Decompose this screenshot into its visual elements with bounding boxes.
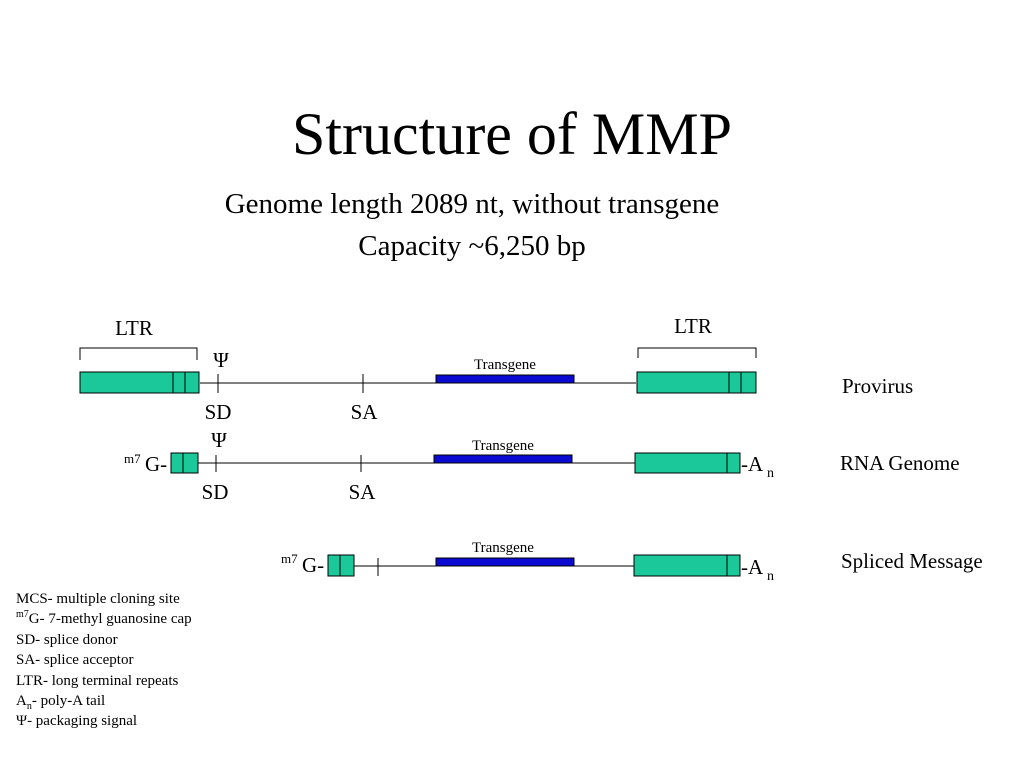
legend-item-text: LTR- long terminal repeats	[16, 672, 179, 689]
rna-genome-cap-sup: m7	[124, 451, 141, 466]
rna-genome-tail-sub: n	[767, 466, 774, 481]
spliced-row-label: Spliced Message	[841, 549, 983, 573]
legend-item-polya: An- poly-A tail	[16, 691, 192, 713]
spliced-cap-label: G-	[302, 553, 324, 577]
provirus-row-label: Provirus	[842, 374, 913, 398]
legend-item-text: G- 7-methyl guanosine cap	[28, 611, 192, 628]
rna-genome-row: m7 G- Ψ SD SA Transgene -A n RNA Genome	[124, 428, 960, 504]
provirus-sa-label: SA	[351, 400, 379, 424]
rna-genome-transgene-bar	[433, 454, 573, 464]
spliced-tail-sub: n	[767, 569, 774, 584]
legend-item-text: SD- splice donor	[16, 631, 118, 648]
legend-item-pre: A	[16, 693, 27, 710]
provirus-ltr-left-bracket	[79, 347, 198, 360]
legend-item-sub: n	[26, 701, 32, 713]
subtitle-capacity: Capacity ~6,250 bp	[358, 230, 586, 262]
legend-item-psi: Ψ- packaging signal	[16, 711, 192, 731]
rna-genome-sd-label: SD	[202, 480, 229, 504]
rna-genome-sa-label: SA	[349, 480, 377, 504]
spliced-ltr-right-box	[633, 554, 741, 577]
abbreviation-legend: MCS- multiple cloning site m7G- 7-methyl…	[16, 589, 192, 732]
provirus-ltr-left-box	[79, 371, 200, 394]
provirus-ltr-left-label: LTR	[115, 316, 153, 340]
rna-genome-cap-label: G-	[145, 452, 167, 476]
provirus-ltr-right-label: LTR	[674, 314, 712, 338]
provirus-ltr-right-box	[636, 371, 757, 394]
spliced-ltr-left-box	[327, 554, 355, 577]
rna-genome-ltr-right-box	[634, 452, 741, 474]
spliced-message-row: m7 G- Transgene -A n Spliced Message	[281, 540, 983, 584]
legend-item-sup: m7	[16, 609, 29, 621]
legend-item-sd: SD- splice donor	[16, 630, 192, 650]
spliced-transgene-bar	[435, 557, 575, 567]
subtitle-genome-length: Genome length 2089 nt, without transgene	[224, 188, 720, 220]
legend-item-cap: m7G- 7-methyl guanosine cap	[16, 609, 192, 629]
provirus-ltr-right-bracket	[637, 347, 757, 358]
rna-genome-psi-label: Ψ	[211, 428, 227, 452]
provirus-transgene-label: Transgene	[474, 357, 536, 373]
spliced-cap-sup: m7	[281, 551, 298, 566]
legend-item-sa: SA- splice acceptor	[16, 650, 192, 670]
provirus-transgene-bar	[435, 374, 575, 384]
legend-item-text: - poly-A tail	[31, 693, 106, 710]
legend-item-mcs: MCS- multiple cloning site	[16, 589, 192, 609]
legend-item-text: SA- splice acceptor	[16, 652, 134, 669]
spliced-tail-label: -A	[741, 555, 764, 579]
provirus-row: LTR LTR Ψ SD SA Transgene Provirus	[79, 314, 913, 424]
rna-genome-row-label: RNA Genome	[840, 451, 960, 475]
page-title: Structure of MMP	[292, 101, 732, 167]
rna-genome-ltr-left-box	[170, 452, 199, 474]
legend-item-text: Ψ- packaging signal	[16, 713, 138, 730]
provirus-psi-label: Ψ	[213, 348, 229, 372]
rna-genome-tail-label: -A	[741, 452, 764, 476]
rna-genome-transgene-label: Transgene	[472, 438, 534, 454]
legend-item-ltr: LTR- long terminal repeats	[16, 671, 192, 691]
provirus-sd-label: SD	[205, 400, 232, 424]
legend-item-text: MCS- multiple cloning site	[16, 591, 180, 607]
spliced-transgene-label: Transgene	[472, 540, 534, 556]
